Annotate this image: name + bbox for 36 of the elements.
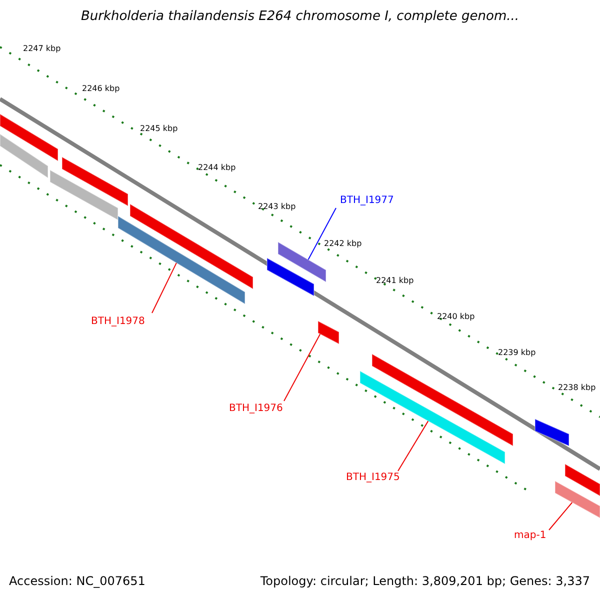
scale-label: 2238 kbp <box>558 384 596 393</box>
summary-text: Topology: circular; Length: 3,809,201 bp; Genes: 3,337 <box>260 575 590 588</box>
accession-text: Accession: NC_007651 <box>9 575 146 588</box>
gene-bar <box>360 370 506 465</box>
leader-line <box>398 420 429 472</box>
title: Burkholderia thailandensis E264 chromosome I, complete genom... <box>80 10 520 24</box>
gene-label: BTH_I1975 <box>346 472 400 483</box>
gene-bar <box>130 203 254 290</box>
gene-label: BTH_I1977 <box>340 195 394 206</box>
gene-label: BTH_I1976 <box>229 403 283 414</box>
gene-bar <box>554 480 600 519</box>
gene-label: map-1 <box>514 530 546 541</box>
scale-label: 2244 kbp <box>198 164 236 173</box>
scale-label: 2239 kbp <box>498 349 536 358</box>
scale-label: 2246 kbp <box>82 85 120 94</box>
scale-label: 2241 kbp <box>376 277 414 286</box>
gene-bar <box>534 418 570 447</box>
leader-line <box>548 502 573 530</box>
gene-bar <box>318 320 340 345</box>
gene-bar <box>118 215 246 305</box>
gene-bar <box>0 133 48 179</box>
gene-bar <box>0 113 58 162</box>
gene-bar <box>62 156 128 207</box>
gene-bar <box>278 241 326 283</box>
gene-bar <box>266 257 314 297</box>
scale-label: 2242 kbp <box>324 240 362 249</box>
scale-label: 2240 kbp <box>437 313 475 322</box>
leader-line <box>308 208 336 260</box>
scale-label: 2245 kbp <box>140 125 178 134</box>
scale-label: 2247 kbp <box>23 45 61 54</box>
leader-line <box>284 334 321 402</box>
leader-line <box>152 262 177 314</box>
gene-bar <box>50 169 118 221</box>
scale-label: 2243 kbp <box>258 203 296 212</box>
gene-label: BTH_I1978 <box>91 316 145 327</box>
gene-bar <box>564 463 600 497</box>
